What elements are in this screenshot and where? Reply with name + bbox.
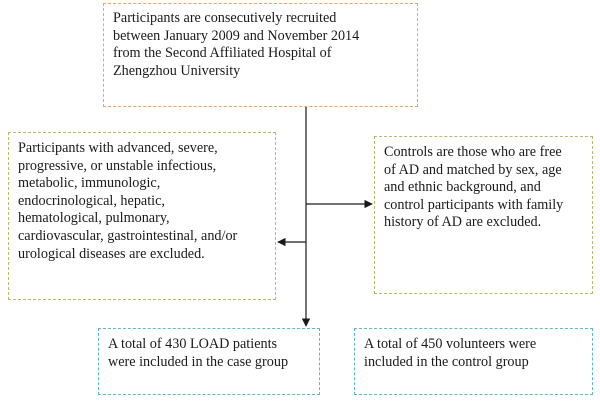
exclusion-criteria-box: Participants with advanced, severe, prog… (8, 132, 276, 300)
recruitment-box: Participants are consecutively recruited… (103, 3, 418, 107)
control-criteria-box: Controls are those who are free of AD an… (374, 136, 593, 294)
control-group-box: A total of 450 volunteers were included … (354, 328, 593, 395)
case-group-box: A total of 430 LOAD patients were includ… (98, 328, 320, 395)
